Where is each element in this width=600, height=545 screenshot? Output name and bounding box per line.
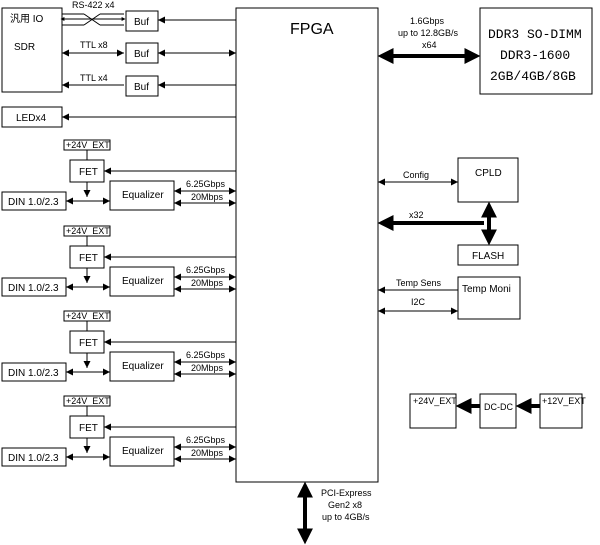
- channel-1-power-label: +24V_EXT: [66, 140, 110, 150]
- channel-3-power-label: +24V_EXT: [66, 311, 110, 321]
- pcie-label-line1: PCI-Express: [321, 488, 372, 498]
- channel-4-fet-label: FET: [79, 423, 98, 434]
- channel-4-equalizer-block: [109, 436, 175, 467]
- channel-4-power-label: +24V_EXT: [66, 396, 110, 406]
- channel-3-equalizer-block: [109, 351, 175, 382]
- channel-4-rate-hi-label: 6.25Gbps: [186, 435, 226, 445]
- pcie-label-line3: up to 4GB/s: [322, 512, 370, 522]
- ttl-x4-label: TTL x4: [80, 73, 108, 83]
- channel-3-fet-label: FET: [79, 338, 98, 349]
- channel-2-rate-lo-label: 20Mbps: [191, 278, 224, 288]
- flash-block: [457, 244, 519, 266]
- channel-3-rate-hi-label: 6.25Gbps: [186, 350, 226, 360]
- ddr-label-line3: 2GB/4GB/8GB: [490, 69, 576, 84]
- temp-moni-block: [457, 276, 521, 320]
- power-in-label: +12V_EXT: [542, 396, 586, 406]
- channel-1-rate-lo-label: 20Mbps: [191, 192, 224, 202]
- fpga-block: [235, 7, 379, 483]
- buf-label-1: Buf: [134, 17, 149, 28]
- power-in-block: [539, 393, 583, 429]
- channel-4-din-label: DIN 1.0/2.3: [8, 453, 59, 464]
- channel-2-equalizer-label: Equalizer: [122, 276, 164, 287]
- power-out-label: +24V_EXT: [413, 396, 457, 406]
- channel-3-equalizer-label: Equalizer: [122, 361, 164, 372]
- channel-1-rate-hi-label: 6.25Gbps: [186, 179, 226, 189]
- dcdc-label: DC-DC: [484, 402, 513, 412]
- channel-4-equalizer-label: Equalizer: [122, 446, 164, 457]
- sdr-label-line2: SDR: [14, 42, 35, 53]
- ddr-link-line2: up to 12.8GB/s: [398, 28, 459, 38]
- channel-2-fet-label: FET: [79, 253, 98, 264]
- ttl-x8-label: TTL x8: [80, 40, 108, 50]
- channel-3-rate-lo-label: 20Mbps: [191, 363, 224, 373]
- ddr-label-line1: DDR3 SO-DIMM: [488, 27, 582, 42]
- channel-4-rate-lo-label: 20Mbps: [191, 448, 224, 458]
- dcdc-block: [479, 393, 517, 429]
- pcie-label-line2: Gen2 x8: [328, 500, 362, 510]
- sdr-label-line1: 汎用 IO: [10, 12, 44, 25]
- led-label: LEDx4: [16, 113, 46, 124]
- temp-sens-label: Temp Sens: [396, 278, 442, 288]
- channel-3-din-label: DIN 1.0/2.3: [8, 368, 59, 379]
- channel-2-power-label: +24V_EXT: [66, 226, 110, 236]
- flash-label: FLASH: [472, 251, 504, 262]
- channel-2-rate-hi-label: 6.25Gbps: [186, 265, 226, 275]
- sdr-block: [1, 7, 63, 93]
- temp-moni-label: Temp Moni: [462, 284, 511, 295]
- ddr-block: [479, 7, 593, 95]
- channel-2-din-label: DIN 1.0/2.3: [8, 283, 59, 294]
- cpld-block: [457, 157, 519, 203]
- ddr-label-line2: DDR3-1600: [500, 48, 570, 63]
- channel-1-equalizer-label: Equalizer: [122, 190, 164, 201]
- buf-label-3: Buf: [134, 82, 149, 93]
- fpga-label: FPGA: [290, 21, 334, 38]
- ddr-link-line3: x64: [422, 40, 437, 50]
- config-label: Config: [403, 170, 429, 180]
- cpld-label: CPLD: [475, 168, 502, 179]
- rs422-label: RS-422 x4: [72, 0, 115, 10]
- i2c-label: I2C: [411, 297, 426, 307]
- channel-1-equalizer-block: [109, 180, 175, 211]
- channel-1-din-label: DIN 1.0/2.3: [8, 197, 59, 208]
- channel-1-fet-label: FET: [79, 167, 98, 178]
- cpld-bus-label: x32: [409, 210, 424, 220]
- ddr-link-line1: 1.6Gbps: [410, 16, 445, 26]
- channel-2-equalizer-block: [109, 266, 175, 297]
- buf-label-2: Buf: [134, 49, 149, 60]
